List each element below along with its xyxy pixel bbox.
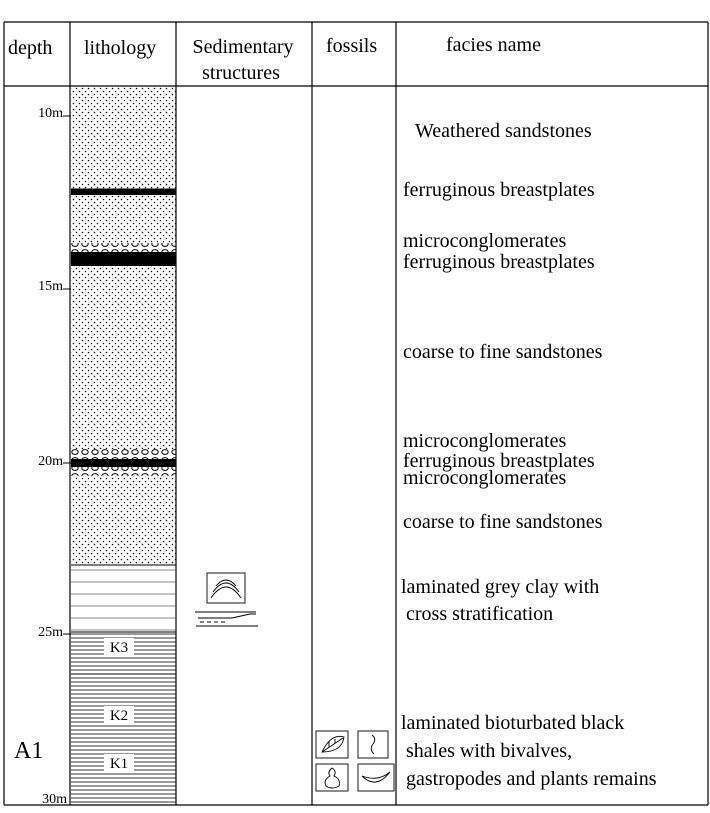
facies-label-line: ferruginous breastplates (403, 251, 595, 273)
facies-label: Weathered sandstones (415, 120, 592, 142)
gastropod-fossil-icon (315, 763, 349, 792)
fossils-column (315, 730, 395, 792)
sedimentary-structures-column (195, 572, 258, 627)
ferruginous-crust-bed (71, 459, 176, 467)
facies-label-line: laminated grey clay with (401, 576, 599, 598)
sandstone-bed (71, 476, 176, 565)
facies-label-line: coarse to fine sandstones (403, 341, 603, 363)
ferruginous-crust-bed (71, 252, 176, 266)
facies-label-line: ferruginous breastplates (403, 450, 595, 472)
depth-label-15m: 15m (38, 279, 63, 294)
facies-label: microconglomerates (403, 230, 566, 252)
bivalve-fossil-icon (357, 763, 395, 792)
facies-label-line: microconglomerates (403, 467, 566, 489)
bed-label-k1: K1 (110, 756, 128, 772)
facies-label-line: microconglomerates (403, 230, 566, 252)
sandstone-bed (71, 266, 176, 449)
bed-label-k3: K3 (110, 640, 128, 656)
well-label: A1 (14, 738, 43, 764)
facies-label-line: gastropodes and plants remains (401, 768, 657, 790)
header-depth: depth (8, 37, 52, 59)
header-sedimentary: Sedimentary (192, 36, 293, 58)
header-facies: facies name (446, 34, 541, 56)
plant-leaf-fossil-icon (315, 730, 349, 759)
depth-label-20m: 20m (38, 454, 63, 469)
cross-stratification-icon (195, 572, 258, 627)
facies-label-line: ferruginous breastplates (403, 179, 595, 201)
lithology-column: K3 K2 K1 (71, 87, 176, 805)
facies-label: coarse to fine sandstones (403, 511, 603, 533)
depth-label-30m: 30m (42, 792, 67, 807)
facies-label: laminated bioturbated black shales with … (401, 712, 657, 790)
facies-label: ferruginous breastplates (403, 251, 595, 273)
depth-label-10m: 10m (38, 106, 63, 121)
microconglomerate-bed (71, 449, 176, 459)
facies-column: Weathered sandstones ferruginous breastpl… (401, 120, 657, 790)
facies-label: ferruginous breastplates (403, 179, 595, 201)
facies-label-line: laminated bioturbated black (401, 712, 624, 734)
depth-axis: 10m 15m 20m 25m 30m A1 (14, 106, 71, 807)
header-lithology: lithology (84, 37, 156, 59)
bed-label-k2: K2 (110, 708, 128, 724)
header-row: depth lithology Sedimentary structures f… (8, 34, 541, 84)
facies-label: microconglomerates (403, 430, 566, 452)
facies-label-line: shales with bivalves, (401, 740, 572, 762)
facies-label-line: Weathered sandstones (415, 120, 592, 142)
ferruginous-crust-bed (71, 189, 176, 195)
microconglomerate-bed (71, 467, 176, 476)
facies-label-line: microconglomerates (403, 430, 566, 452)
sandstone-bed (71, 195, 176, 243)
facies-label: ferruginous breastplates (403, 450, 595, 472)
header-structures: structures (202, 62, 280, 84)
facies-label: laminated grey clay with cross stratific… (401, 576, 599, 625)
sandstone-bed (71, 87, 176, 189)
facies-label-line: coarse to fine sandstones (403, 511, 603, 533)
grey-clay-bed (71, 565, 176, 632)
microconglomerate-bed (71, 243, 176, 252)
header-fossils: fossils (326, 35, 377, 57)
facies-label: microconglomerates (403, 467, 566, 489)
facies-label-line: cross stratification (401, 603, 553, 625)
worm-burrow-fossil-icon (357, 730, 389, 759)
depth-label-25m: 25m (38, 625, 63, 640)
facies-label: coarse to fine sandstones (403, 341, 603, 363)
